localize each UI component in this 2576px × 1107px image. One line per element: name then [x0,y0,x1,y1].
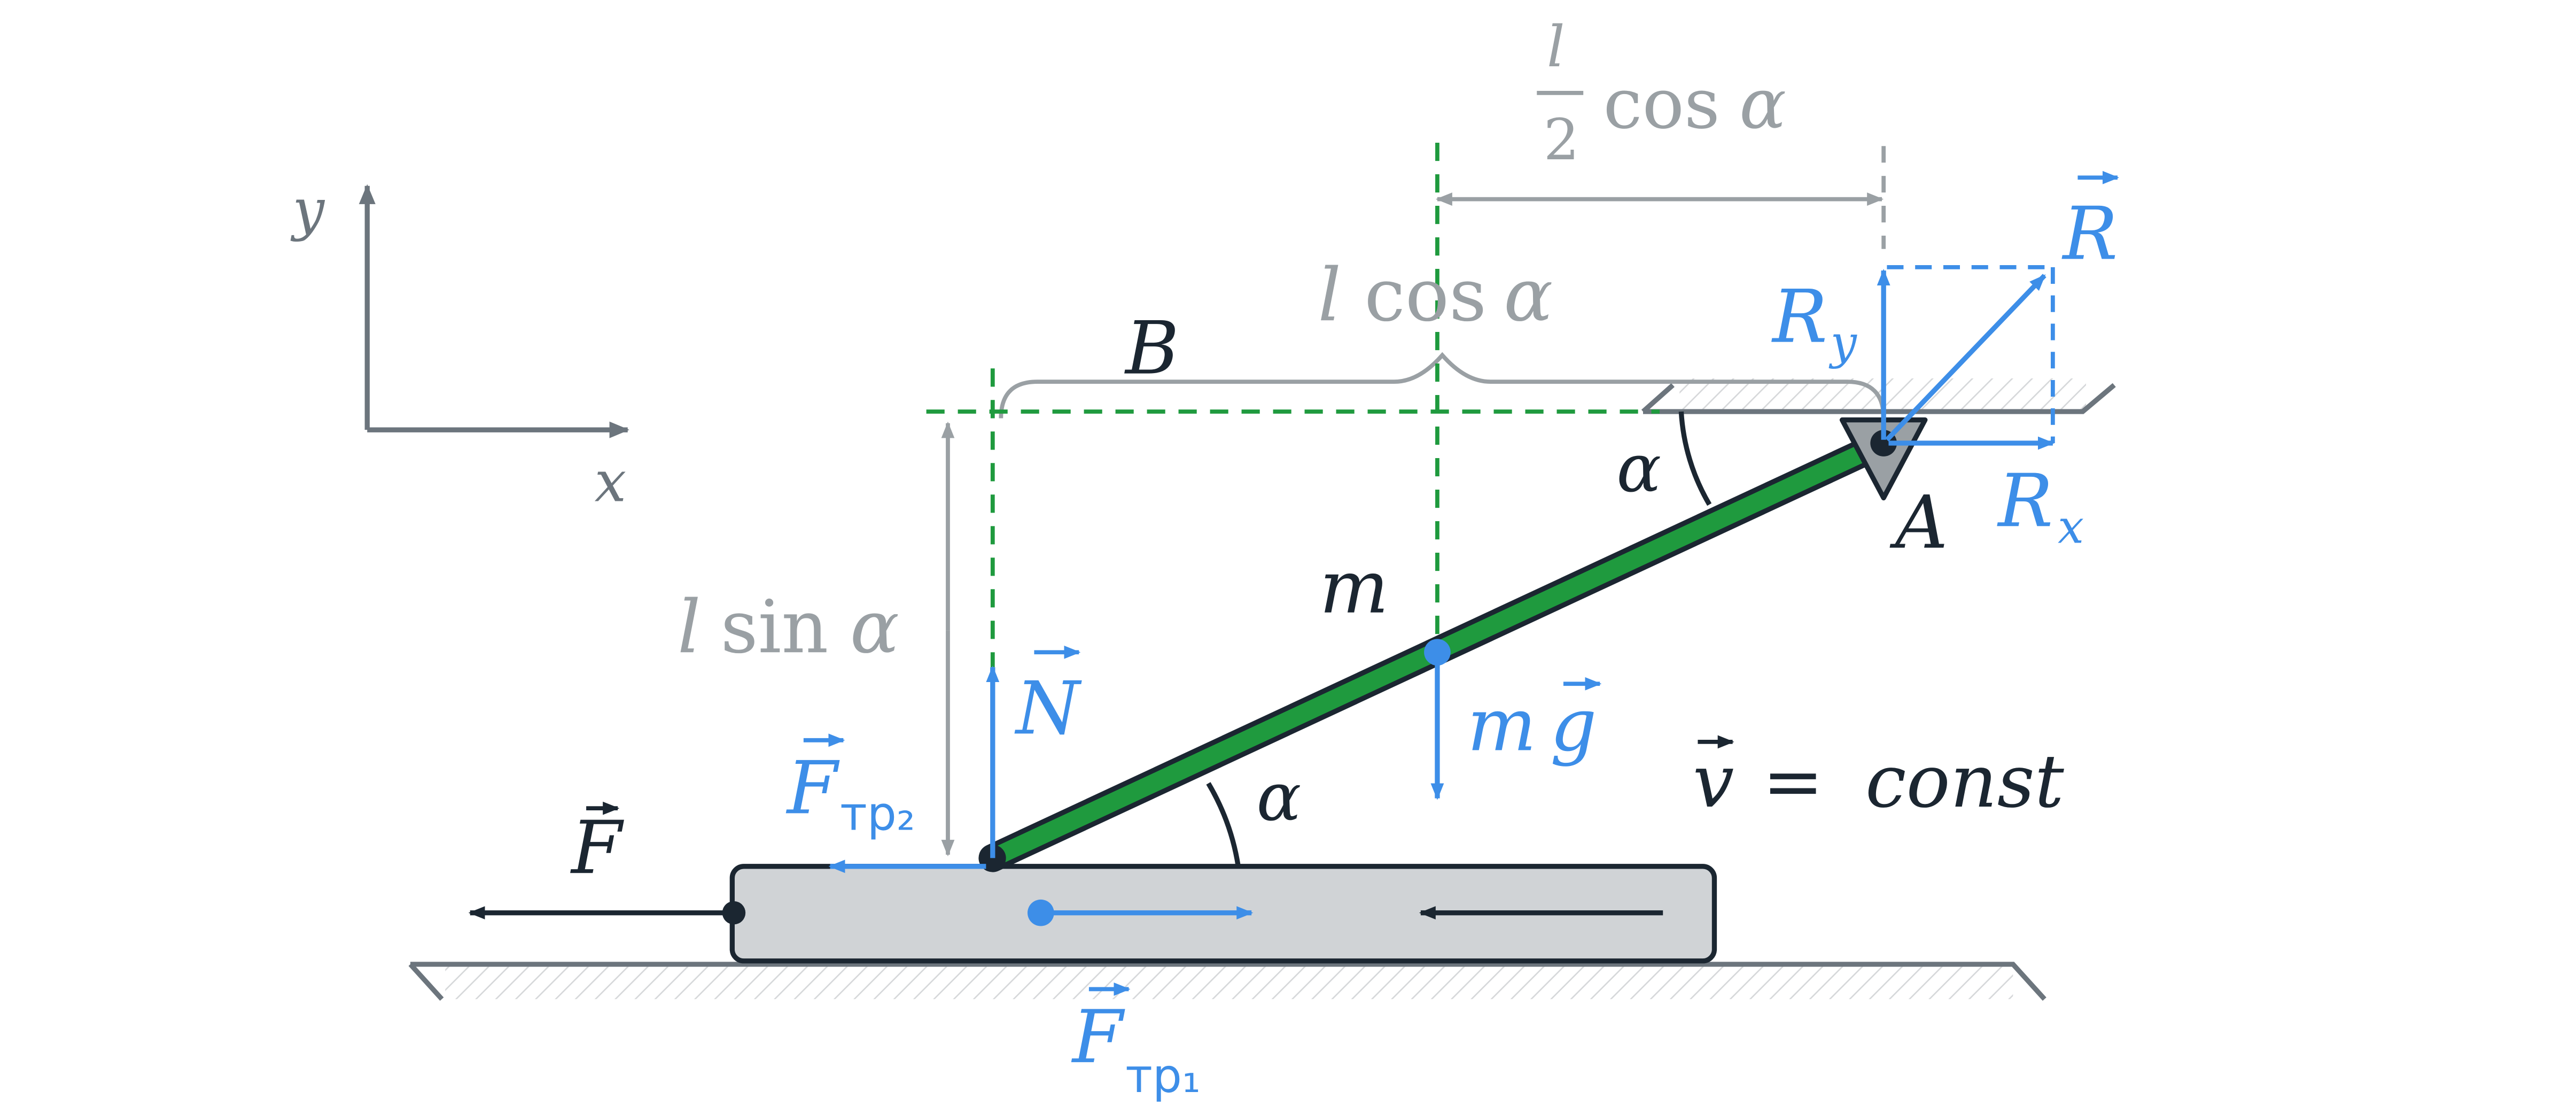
velocity-statement: v = const [1693,735,2065,824]
half-cos-label: l 2 cos α [1537,14,1786,173]
coordinate-axes: x y [291,176,629,515]
l-sin-variable: α [850,585,899,670]
center-of-mass-point [1424,639,1451,666]
l-cos-brace [999,352,1886,419]
ceiling-left-tick [1641,383,1675,414]
gravity-g: g [1550,683,1597,768]
velocity-equals: = [1763,739,1824,824]
reaction-ry-main: R [1771,275,1827,360]
mass-label: m [1319,545,1389,630]
friction-1-label: F тр₁ [1071,982,1201,1103]
normal-force-label: N [1014,645,1082,751]
y-axis-label: y [291,176,325,242]
half-cos-variable: α [1739,63,1786,144]
friction-1-sub: тр₁ [1125,1049,1201,1103]
reaction-r-text: R [2061,191,2118,276]
half-cos-function: cos [1603,63,1719,144]
l-sin-function: sin [721,585,829,670]
friction-2-sub: тр₂ [840,786,915,841]
friction-2-main: F [785,746,840,831]
l-cos-variable: α [1504,253,1553,338]
ground-hatching [445,962,2013,1000]
reaction-rx-sub: x [2058,499,2084,554]
angle-arc-bottom [1206,782,1241,867]
reaction-parallelogram [1887,265,2055,444]
reaction-ry-label: R y [1771,275,1857,370]
point-b-label: B [1124,306,1179,391]
ground-left-tick [408,962,444,1001]
reaction-rx-label: R x [1996,459,2084,554]
normal-force-text: N [1014,666,1082,751]
friction-1-point [1028,899,1054,926]
l-sin-label: l sin α [678,585,899,670]
ground-line [410,962,2046,1001]
l-cos-function: cos [1364,253,1487,338]
l-cos-l: l [1318,253,1341,338]
green-guides [926,143,1660,668]
reaction-r-arrow [1885,274,2046,442]
gravity-mass: m [1467,683,1537,768]
half-cos-denominator: 2 [1544,107,1579,173]
friction-1-main: F [1071,995,1125,1080]
reaction-r-label: R [2061,171,2120,276]
applied-force-label: F [570,806,624,891]
half-cos-numerator: l [1547,14,1565,80]
ground [408,962,2046,1001]
alpha-top-label: α [1616,430,1661,507]
applied-force-point [722,901,746,925]
l-sin-l: l [678,585,701,670]
velocity-symbol: v [1693,739,1734,824]
point-a-label: A [1889,481,1948,566]
friction-2-label: F тр₂ [785,733,915,841]
velocity-value: const [1865,739,2065,824]
ceiling-line [1643,383,2116,414]
alpha-bottom-label: α [1257,759,1302,836]
angle-arc-top [1678,411,1712,506]
reaction-rx-main: R [1996,459,2053,544]
gravity-label: m g [1467,677,1602,768]
dimension-lines [941,146,1886,857]
x-axis-label: x [595,449,627,515]
applied-force: F [468,801,746,925]
reaction-ry-sub: y [1828,315,1857,370]
l-cos-label: l cos α [1318,253,1553,338]
